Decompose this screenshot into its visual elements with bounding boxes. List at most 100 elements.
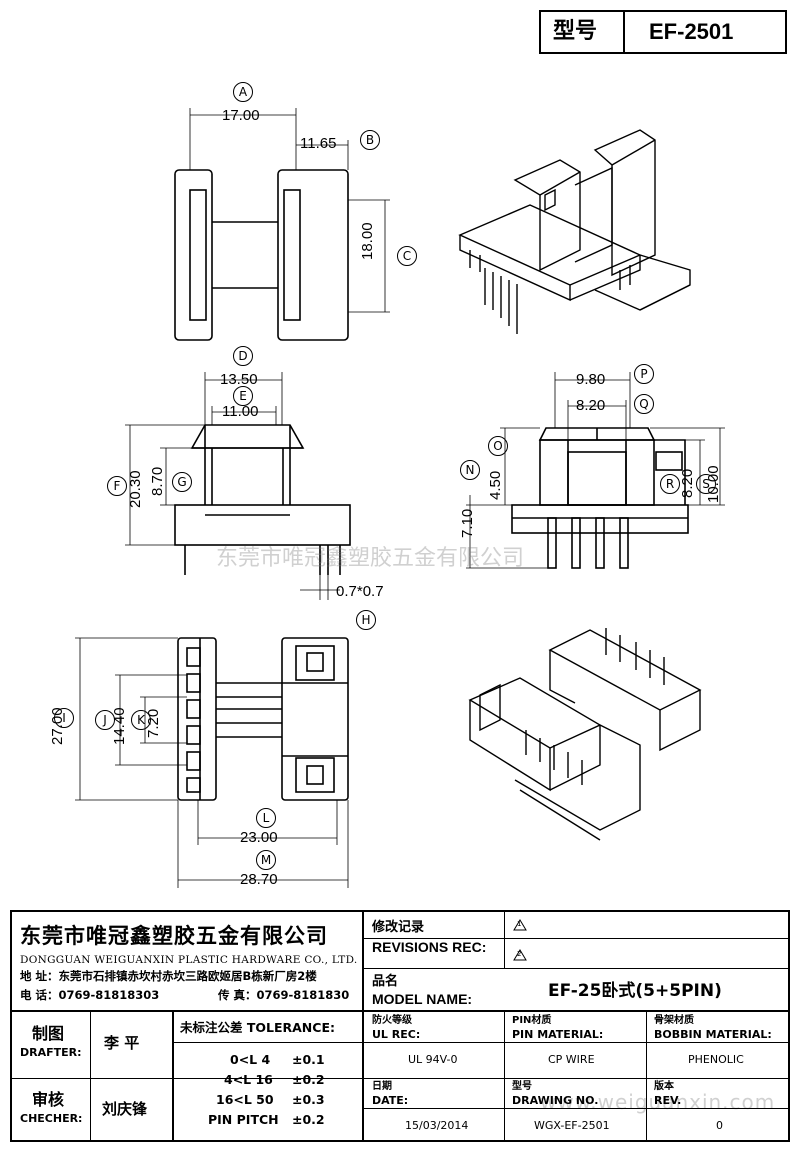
dim-c-value: 18.00 <box>359 222 376 260</box>
tb-vline-c2 <box>646 1010 647 1142</box>
revisions-label-cn: 修改记录 <box>372 920 425 935</box>
watermark-center: 东莞市唯冠鑫塑胶五金有限公司 <box>216 546 525 571</box>
iso-view-bottom <box>468 628 702 841</box>
rev-label-cn: 版本 <box>654 1081 674 1092</box>
callout-c: C <box>397 246 417 266</box>
dim-n-value: 7.10 <box>459 508 476 538</box>
callout-k: K <box>131 710 151 730</box>
callout-n: N <box>460 460 480 480</box>
tolerance-row: PIN PITCH ±0.2 <box>180 1112 358 1132</box>
dim-h-value: 0.7*0.7 <box>336 583 384 600</box>
callout-b: B <box>360 130 380 150</box>
dim-l-value: 23.00 <box>240 829 278 846</box>
bobbin-material-value: PHENOLIC <box>688 1053 744 1066</box>
revision-1-marker: 1 <box>517 920 522 928</box>
iso-view-top <box>458 129 691 334</box>
callout-m: M <box>256 850 276 870</box>
model-name-label-cn: 品名 <box>372 974 399 989</box>
company-fax: 传 真：0769-8181830 <box>218 988 350 1002</box>
callout-f: F <box>107 476 127 496</box>
bobbin-material-label-en: BOBBIN MATERIAL: <box>654 1028 772 1041</box>
tolerance-value: ±0.1 <box>292 1052 325 1067</box>
date-label-en: DATE: <box>372 1094 409 1107</box>
tb-hline-2 <box>10 1078 790 1079</box>
header-box: 型号 EF-2501 <box>539 10 787 54</box>
date-value: 15/03/2014 <box>405 1119 469 1132</box>
tb-hline-rev <box>362 938 790 939</box>
title-block <box>10 910 790 1142</box>
dim-q-value: 8.20 <box>576 397 606 414</box>
bottom-view <box>75 637 349 888</box>
tolerance-title: 未标注公差 TOLERANCE: <box>180 1020 335 1035</box>
tb-vline-tol <box>172 1010 174 1142</box>
company-name-cn: 东莞市唯冠鑫塑胶五金有限公司 <box>20 924 328 948</box>
callout-s: S <box>696 474 716 494</box>
drafter-label-en: DRAFTER: <box>20 1046 82 1059</box>
tb-vline-drafter <box>90 1010 91 1142</box>
tb-hline-rev2 <box>362 968 790 969</box>
drawing-no-value: WGX-EF-2501 <box>534 1119 610 1132</box>
watermark-url: www.weiguanxin.com <box>540 1090 776 1114</box>
tolerance-range: PIN PITCH <box>208 1112 279 1127</box>
dim-r-value: 8.20 <box>679 468 696 498</box>
header-divider <box>623 12 625 52</box>
company-name-en: DONGGUAN WEIGUANXIN PLASTIC HARDWARE CO.… <box>20 954 358 966</box>
date-label-cn: 日期 <box>372 1081 392 1092</box>
tolerance-row: 0<L 4 ±0.1 <box>180 1052 358 1072</box>
callout-e: E <box>233 386 253 406</box>
tb-hline-1 <box>10 1010 790 1012</box>
dim-f-value: 20.30 <box>127 470 144 508</box>
model-name-value: EF-25卧式(5+5PIN) <box>548 981 722 1001</box>
dim-m-value: 28.70 <box>240 871 278 888</box>
tb-hline-date <box>362 1108 790 1109</box>
tolerance-range: 16<L 50 <box>216 1092 274 1107</box>
callout-h: H <box>356 610 376 630</box>
tolerance-range: 0<L 4 <box>230 1052 271 1067</box>
company-phone: 电 话：0769-81818303 <box>20 988 160 1002</box>
drawing-no-label-en: DRAWING NO. <box>512 1094 599 1107</box>
pin-material-label-cn: PIN材质 <box>512 1015 552 1026</box>
callout-a: A <box>233 82 253 102</box>
front-view <box>125 372 351 600</box>
company-address: 地 址：东莞市石排镇赤坎村赤坎三路欧姬居B栋新厂房2楼 <box>20 969 317 983</box>
tolerance-range: 4<L 16 <box>224 1072 273 1087</box>
ul-label-en: UL REC: <box>372 1028 421 1041</box>
tolerance-value: ±0.3 <box>292 1092 325 1107</box>
dim-g-value: 8.70 <box>149 466 166 496</box>
callout-o: O <box>488 436 508 456</box>
dim-o-value: 4.50 <box>487 470 504 500</box>
callout-i: I <box>54 708 74 728</box>
callout-p: P <box>634 364 654 384</box>
callout-g: G <box>172 472 192 492</box>
side-view <box>466 372 725 569</box>
pin-material-value: CP WIRE <box>548 1053 595 1066</box>
checker-label-en: CHECHER: <box>20 1112 83 1125</box>
tb-vline-rev <box>504 910 505 968</box>
bobbin-material-label-cn: 骨架材质 <box>654 1015 694 1026</box>
callout-q: Q <box>634 394 654 414</box>
callout-l: L <box>256 808 276 828</box>
checker-label-cn: 审核 <box>32 1090 65 1109</box>
drafter-label-cn: 制图 <box>32 1024 65 1043</box>
tb-hline-mat <box>362 1042 790 1043</box>
checker-name: 刘庆锋 <box>102 1100 148 1118</box>
header-model-label: 型号 <box>553 19 598 44</box>
dim-j-value: 14.40 <box>111 707 128 745</box>
dim-a-value: 17.00 <box>222 107 260 124</box>
pin-material-label-en: PIN MATERIAL: <box>512 1028 604 1041</box>
tolerance-list: 0<L 4 ±0.1 4<L 16 ±0.2 16<L 50 ±0.3 PIN … <box>180 1052 358 1132</box>
header-model-value: EF-2501 <box>649 19 734 44</box>
drawing-no-label-cn: 型号 <box>512 1081 532 1092</box>
tb-vline-main <box>362 910 364 1142</box>
dim-b-value: 11.65 <box>300 135 337 152</box>
model-name-label-en: MODEL NAME: <box>372 991 473 1007</box>
tb-vline-c1 <box>504 1010 505 1142</box>
callout-d: D <box>233 346 253 366</box>
callout-j: J <box>95 710 115 730</box>
tolerance-value: ±0.2 <box>292 1112 325 1127</box>
revision-2-marker: 2 <box>517 950 522 958</box>
top-view <box>174 108 390 341</box>
rev-value: 0 <box>716 1119 723 1132</box>
ul-value: UL 94V-0 <box>408 1053 458 1066</box>
tolerance-row: 16<L 50 ±0.3 <box>180 1092 358 1112</box>
